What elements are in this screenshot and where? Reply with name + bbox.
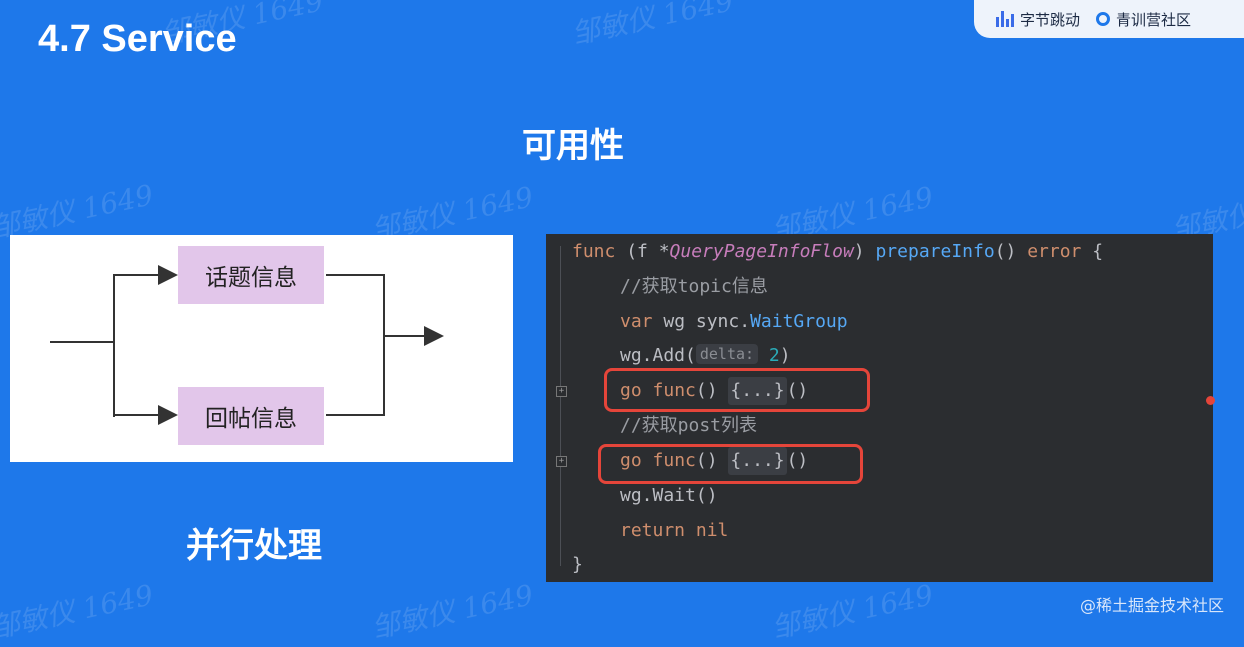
top-branch-arrow [113,265,178,417]
folded-block: {...} [728,447,787,475]
bytedance-logo-icon [996,11,1014,27]
highlight-box-goroutine-1 [604,368,870,412]
code-line-close-brace: } [572,554,583,575]
topic-info-box: 话题信息 [178,246,324,304]
folded-block: {...} [728,377,787,405]
watermark: 邹敏仪 1649 [568,0,737,51]
post-info-box: 回帖信息 [178,387,324,445]
code-editor: func (f *QueryPageInfoFlow) prepareInfo(… [546,234,1213,582]
code-line-func-decl: func (f *QueryPageInfoFlow) prepareInfo(… [572,241,1104,262]
youthcamp-brand: 青训营社区 [1096,9,1191,30]
slide-title: 4.7 Service [38,18,237,60]
section-heading: 可用性 [522,126,624,166]
bottom-branch-arrow [113,342,178,425]
code-line-wg-add: wg.Add(delta: 2) [620,344,791,366]
code-line-return: return nil [620,520,729,541]
bytedance-label: 字节跳动 [1020,10,1081,29]
watermark: 邹敏仪 1649 [0,578,157,645]
param-hint: delta: [695,344,759,364]
red-pointer-dot [1206,396,1215,405]
youthcamp-label: 青训营社区 [1116,10,1192,29]
flow-arrows [50,265,444,425]
watermark: 邹敏仪 1649 [768,578,937,645]
bytedance-brand: 字节跳动 [996,9,1080,30]
merge-line [326,274,385,416]
code-line-go-func-2[interactable]: go func() {...}() [620,447,808,475]
footer-credit: @稀土掘金技术社区 [1079,596,1224,615]
fold-toggle-icon[interactable]: + [556,456,567,467]
highlight-box-goroutine-2 [598,444,863,484]
code-line-comment-topic: //获取topic信息 [620,276,768,297]
code-line-comment-post: //获取post列表 [620,415,758,436]
youthcamp-logo-icon [1096,12,1111,26]
brand-bar: 字节跳动 青训营社区 [974,0,1244,38]
code-line-var-wg: var wg sync.WaitGroup [620,311,848,332]
watermark: 邹敏仪 1649 [368,578,537,645]
code-line-go-func-1[interactable]: go func() {...}() [620,377,808,405]
code-line-wg-wait: wg.Wait() [620,485,718,506]
parallel-flow-diagram: 话题信息 回帖信息 [10,235,513,462]
code-gutter [560,246,561,566]
fold-toggle-icon[interactable]: + [556,386,567,397]
parallel-processing-label: 并行处理 [186,526,322,566]
